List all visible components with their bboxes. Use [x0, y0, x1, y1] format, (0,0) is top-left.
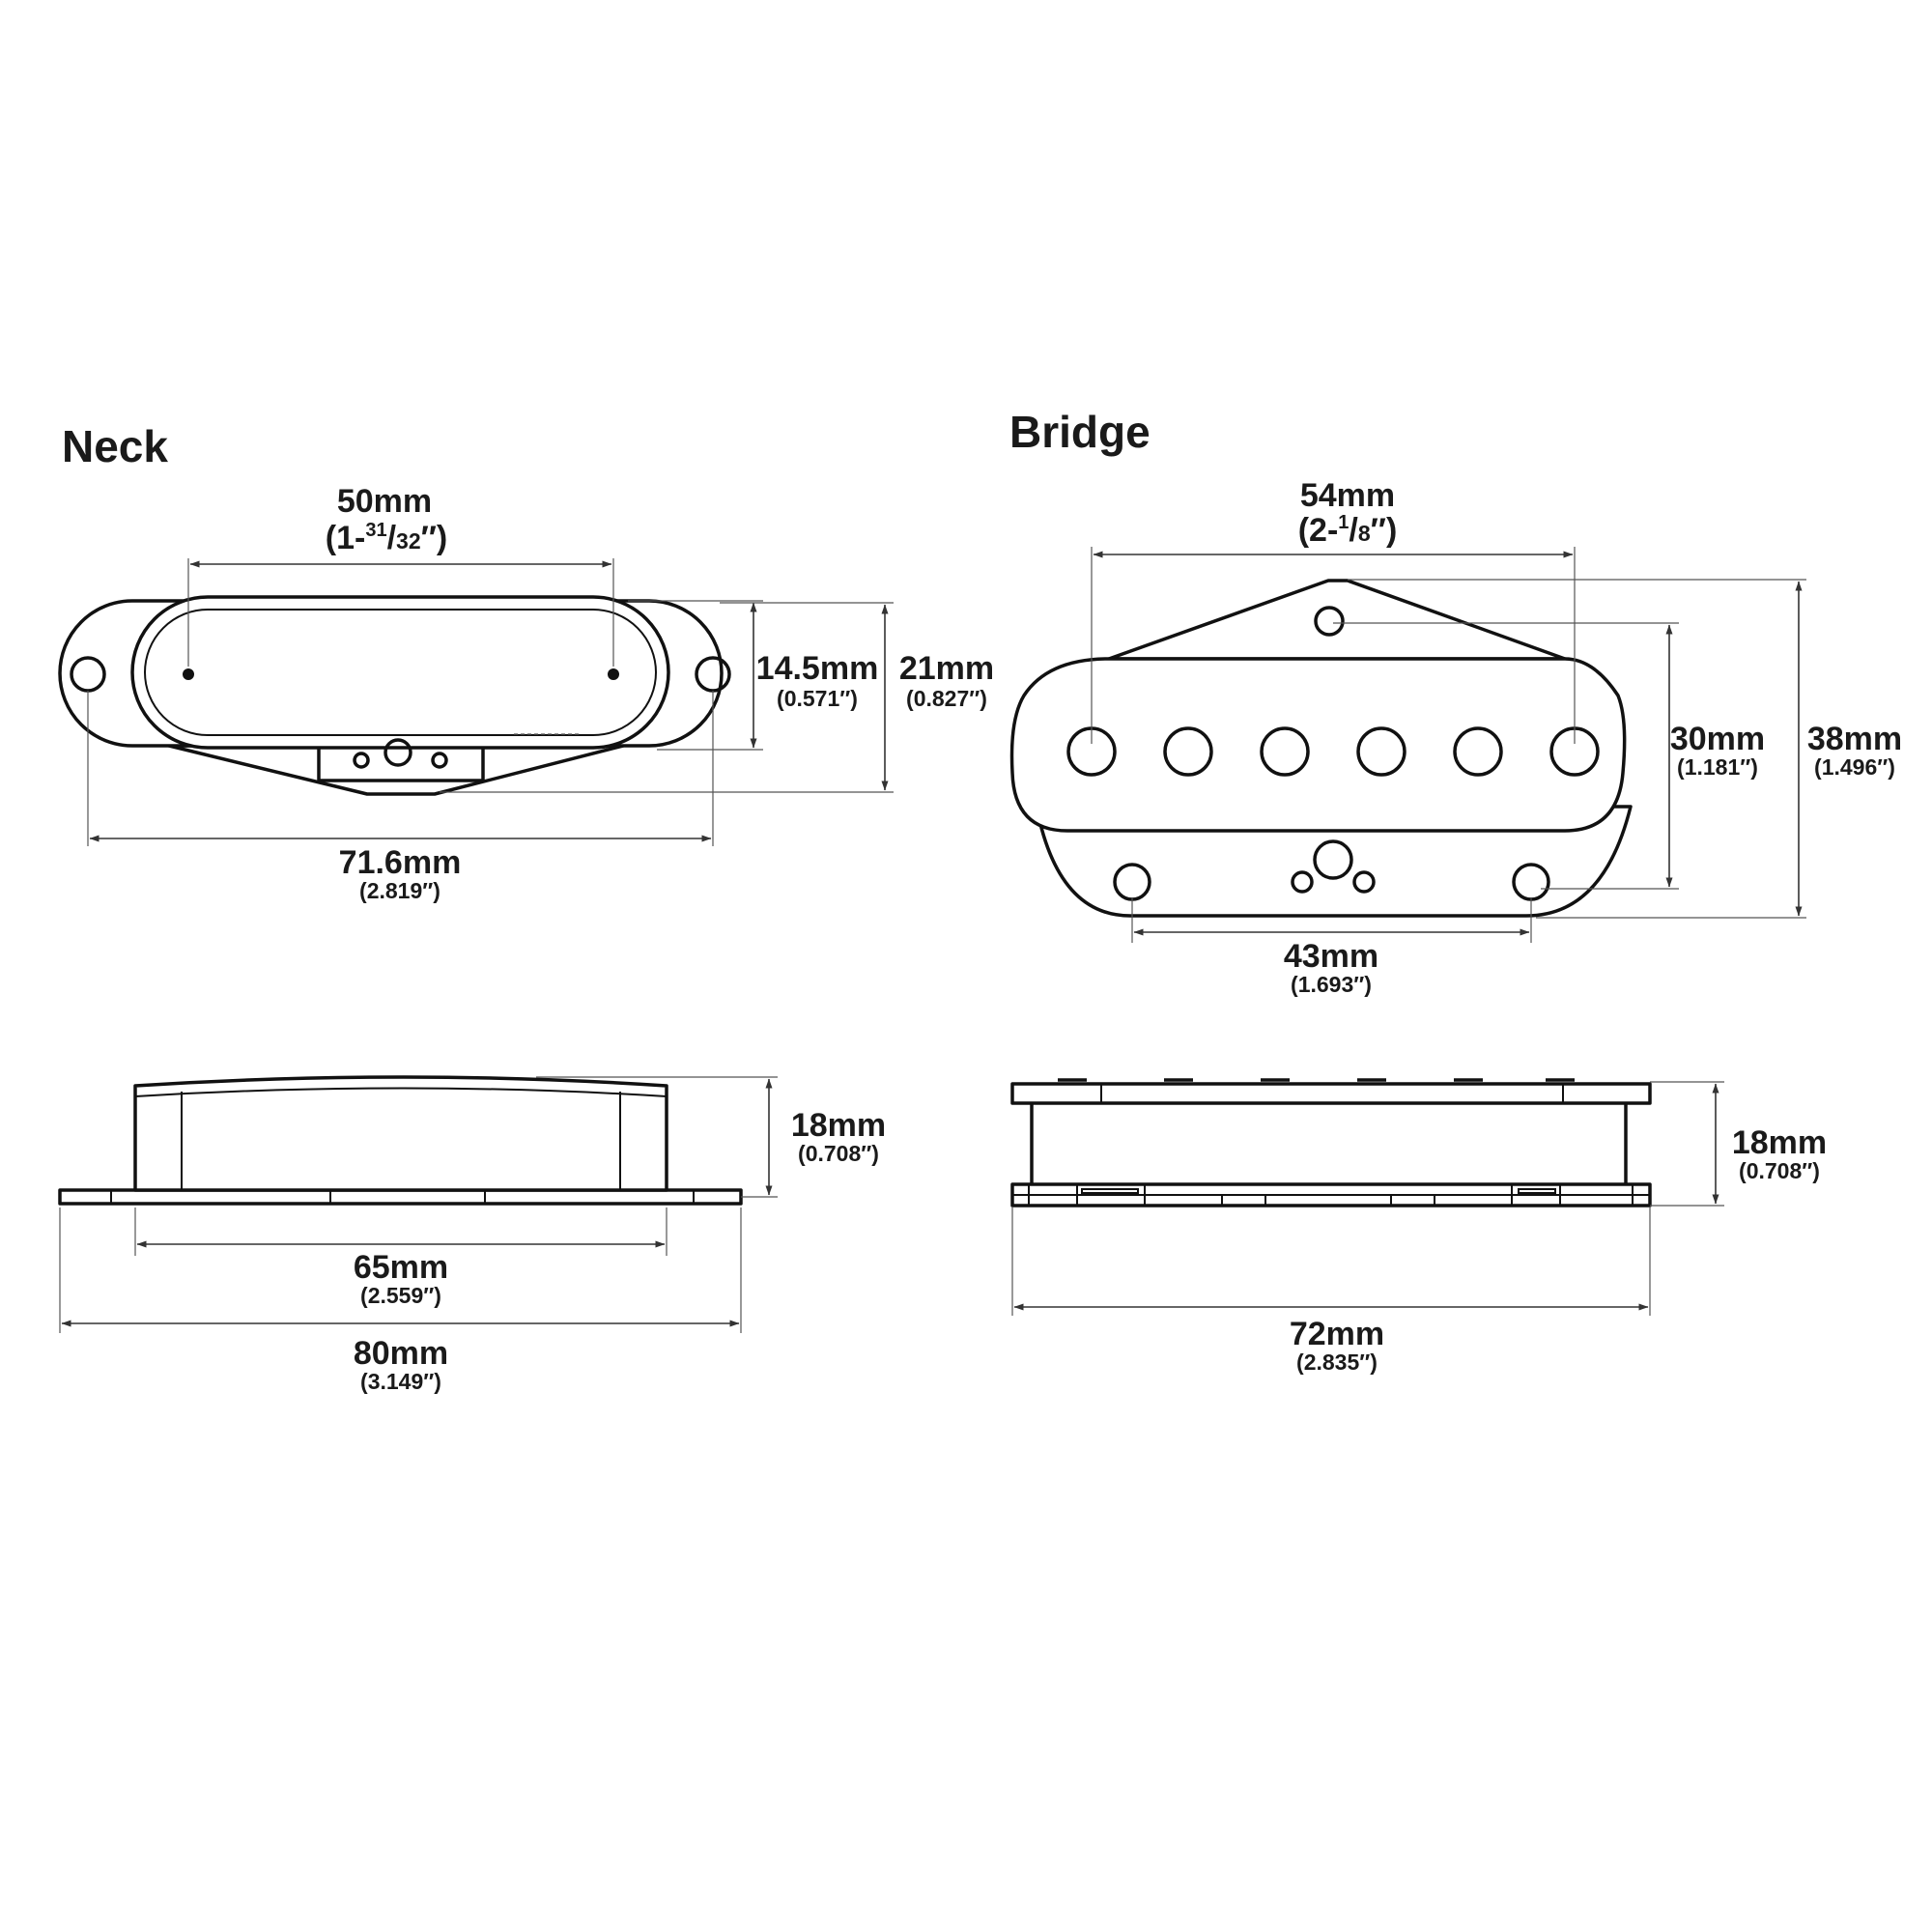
neck-overall-length-mm: 80mm [354, 1335, 448, 1372]
neck-pole-spacing-inch: (1-31/32″) [326, 520, 447, 556]
bridge-mount-spacing-inch: (1.693″) [1291, 972, 1372, 997]
bridge-overall-length-mm: 72mm [1290, 1316, 1384, 1352]
pole-dot-right [608, 668, 619, 680]
bridge-bobbin-height-inch: (1.181″) [1677, 754, 1758, 780]
pole-piece-3 [1260, 726, 1310, 777]
bridge-side-height-inch: (0.708″) [1739, 1158, 1820, 1183]
neck-cover-length-mm: 65mm [354, 1249, 448, 1286]
neck-pole-spacing-mm: 50mm [337, 483, 432, 520]
neck-side-height-inch: (0.708″) [798, 1141, 879, 1166]
neck-overall-height-inch: (0.827″) [906, 686, 987, 711]
neck-side-height-mm: 18mm [791, 1107, 886, 1144]
pole-piece-5 [1453, 726, 1503, 777]
bridge-pole-spacing-inch: (2-1/8″) [1298, 512, 1398, 549]
neck-mount-spacing-inch: (2.819″) [359, 878, 440, 903]
neck-pickup-side-view: 18mm (0.708″) 65mm (2.559″) 80mm (3.149″… [58, 1075, 886, 1394]
neck-bobbin-height-mm: 14.5mm [756, 650, 879, 687]
bridge-overall-height-inch: (1.496″) [1814, 754, 1895, 780]
bridge-bobbin-height-mm: 30mm [1670, 721, 1765, 757]
bridge-mount-spacing-mm: 43mm [1284, 938, 1378, 975]
neck-pickup-top-view: 50mm (1-31/32″) 14.5mm (0.571″) 21mm (0.… [58, 483, 994, 903]
bridge-pickup-side-view: 18mm (0.708″) 72mm (2.835″) [1010, 1078, 1827, 1375]
bridge-side-height-mm: 18mm [1732, 1124, 1827, 1161]
pole-piece-2 [1163, 726, 1213, 777]
bridge-overall-length-inch: (2.835″) [1296, 1350, 1378, 1375]
bridge-title: Bridge [1009, 407, 1151, 457]
bridge-pickup-top-view: 54mm (2-1/8″) 30mm (1.181″) 38mm (1.496″… [1009, 477, 1902, 997]
pole-dot-left [183, 668, 194, 680]
neck-bobbin-height-inch: (0.571″) [777, 686, 858, 711]
pole-piece-4 [1356, 726, 1406, 777]
neck-cover-length-inch: (2.559″) [360, 1283, 441, 1308]
neck-overall-length-inch: (3.149″) [360, 1369, 441, 1394]
ground-hole-top [1314, 606, 1345, 637]
neck-title: Neck [62, 421, 168, 471]
bridge-overall-height-mm: 38mm [1807, 721, 1902, 757]
neck-overall-height-mm: 21mm [899, 650, 994, 687]
bridge-pole-spacing-mm: 54mm [1300, 477, 1395, 514]
neck-mount-spacing-mm: 71.6mm [339, 844, 462, 881]
